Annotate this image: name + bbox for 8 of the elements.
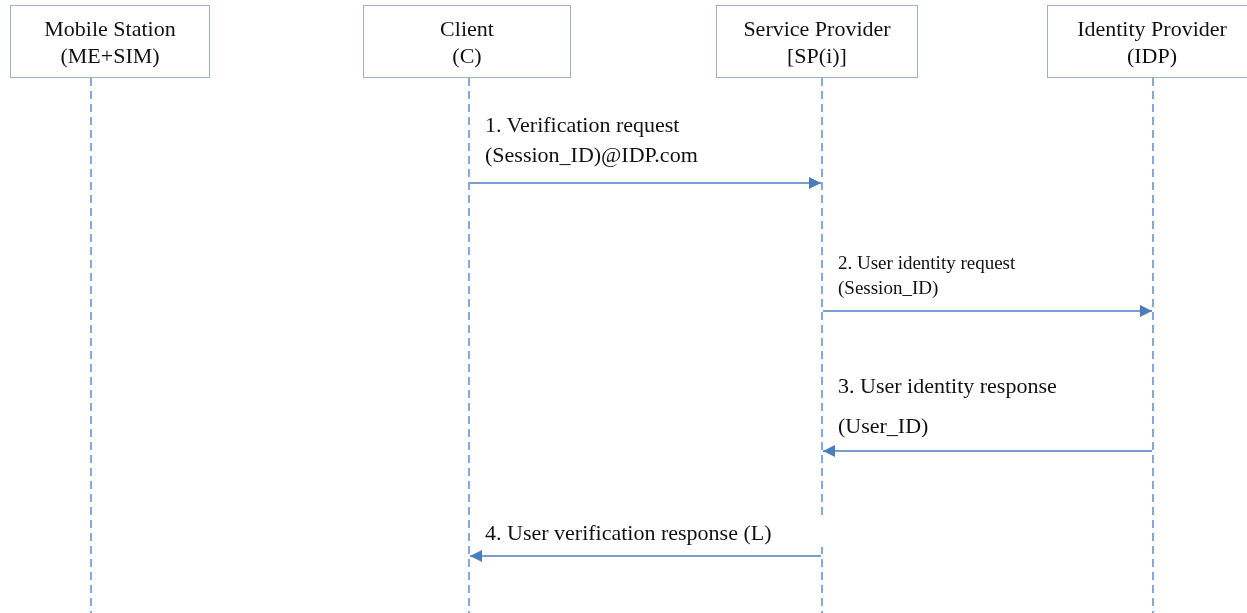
- participant-box: Client (C): [363, 5, 571, 78]
- participant-box: Identity Provider (IDP): [1047, 5, 1247, 78]
- message-arrow: [469, 550, 822, 562]
- message-arrow: [822, 445, 1153, 457]
- message-arrow: [822, 305, 1153, 317]
- message-arrow: [469, 177, 822, 189]
- participant-box: Mobile Station (ME+SIM): [10, 5, 210, 78]
- participant-box: Service Provider [SP(i)]: [716, 5, 918, 78]
